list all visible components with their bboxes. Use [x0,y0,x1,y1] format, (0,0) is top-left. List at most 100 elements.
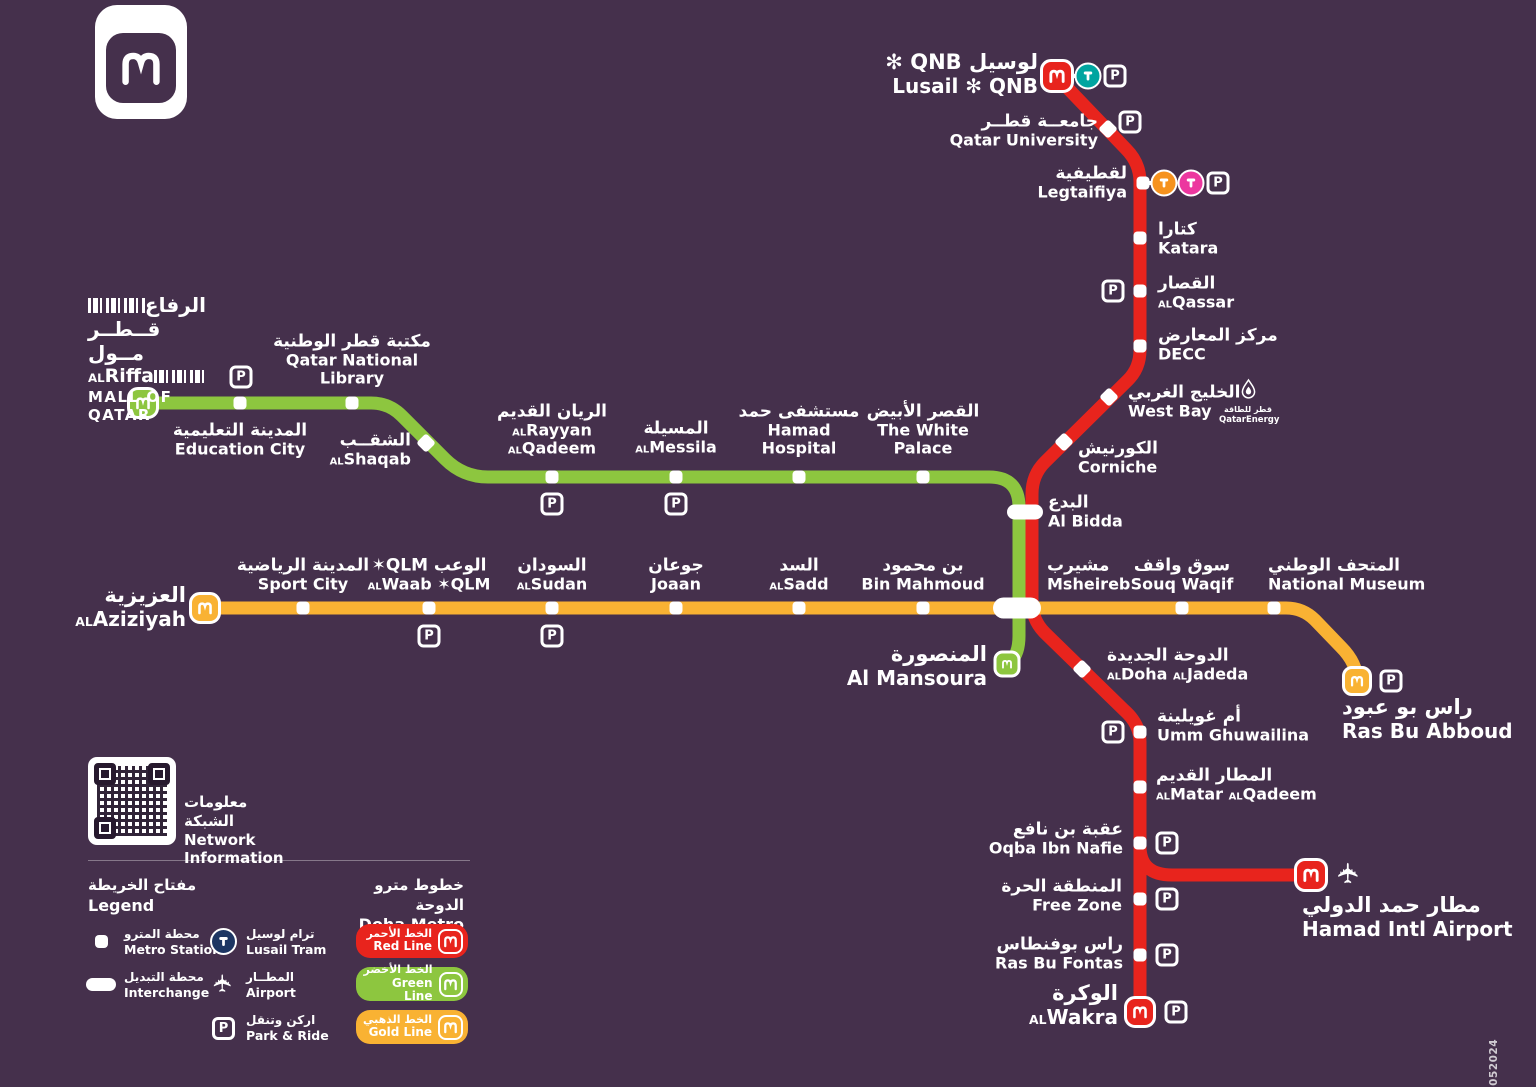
station-qatar-university-name-en: Qatar University [949,130,1098,150]
station-ras-bu-abboud-name-en: Ras Bu Abboud [1342,718,1513,743]
station-al-sadd-name-en: ALSadd [769,574,829,594]
gold-line-ar: الخط الذهبي [363,1012,432,1026]
station-al-sadd-name-ar: السد [779,555,819,576]
station-al-rayyan-al-qadeem-marker [545,470,559,484]
education-city-park: P [229,365,253,389]
station-al-sudan-name-en: ALSudan [516,574,588,594]
station-decc-marker [1133,339,1147,353]
station-msheireb-marker [993,597,1041,619]
lusail-tram-en: Lusail Tram [246,942,327,957]
station-hamad-intl-airport-name-ar: مطار حمد الدولي [1302,892,1481,917]
station-katara-marker [1133,231,1147,245]
green-line-ar: الخط الأخضر [363,962,433,976]
station-corniche-name-ar: الكورنيش [1078,438,1158,459]
station-al-shaqab-name-en: ALShaqab [329,449,411,469]
station-lusail-qnb-marker [1040,59,1074,93]
station-hamad-intl-airport-marker [1294,858,1328,892]
station-bin-mahmoud-marker [916,601,930,615]
qr-eye [94,817,116,839]
station-al-matar-al-qadeem-marker [1133,780,1147,794]
legtaifiya-park: P [1206,171,1230,195]
lusail-park: P [1103,64,1127,88]
station-oqba-ibn-nafie-name-en: Oqba Ibn Nafie [988,838,1123,858]
legend-title-en: Legend [88,895,155,915]
station-education-city-marker [233,396,247,410]
station-ras-bu-fontas-name-en: Ras Bu Fontas [995,953,1123,973]
qr-code [88,757,176,845]
station-corniche-name-en: Corniche [1078,457,1158,477]
lusail-tram-icon [1074,62,1102,90]
ras-bu-fontas-park: P [1155,943,1179,967]
airport-icon: ✈ [209,972,238,994]
station-west-bay-name-en: West Bay [1128,401,1212,421]
station-legtaifiya-marker [1136,176,1150,190]
copyright-text: © Qatar Rail 2024 MNM-052024 [1488,1039,1500,1087]
station-ras-bu-fontas-name-ar: راس بوفنطاس [996,934,1123,955]
legend-item-airport: المطــار Airport [246,970,296,1001]
station-free-zone-name-en: Free Zone [1032,895,1122,915]
station-katara-name-ar: كتارا [1158,219,1197,240]
legtaifiya-tram-2-icon [1177,169,1205,197]
barcode-icon [88,297,145,313]
station-al-mansoura-marker [993,650,1021,678]
oqba-park: P [1155,831,1179,855]
qatarenergy-ar: قطر للطاقة [1224,405,1272,415]
metro-m-icon [438,1014,463,1040]
legend-item-park-ride: اركن وتنقل Park & Ride [246,1013,329,1044]
qatarenergy-en: QatarEnergy [1219,414,1280,425]
qr-eye [148,763,170,785]
station-al-waab-name-ar: الوعب QLM✶ [371,555,487,576]
legtaifiya-tram-1-icon [1150,169,1178,197]
station-lusail-qnb-label: لوسيل QNB ✻Lusail ✻ QNB [885,50,1038,97]
station-al-bidda-marker [1007,504,1043,520]
ras-bu-abboud-park: P [1379,669,1403,693]
station-free-zone-marker [1133,892,1147,906]
doha-metro-logo [95,5,187,119]
station-decc-name-en: DECC [1158,344,1206,364]
station-legtaifiya-name-ar: لقطيفية [1055,163,1127,184]
station-ras-bu-abboud-name-ar: راس بو عبود [1342,694,1473,719]
station-al-aziziyah-name-en: ALAziziyah [75,606,186,631]
station-al-waab-marker [422,601,436,615]
station-al-mansoura-name-ar: المنصورة [890,641,987,666]
free-zone-park: P [1155,887,1179,911]
qr-eye [94,763,116,785]
station-al-shaqab-name-ar: الشقــب [339,430,411,451]
station-bin-mahmoud-name-ar: بن محمود [882,555,964,576]
umm-ghuwailina-park: P [1101,720,1125,744]
qatar-university-park: P [1118,110,1142,134]
station-qatar-university-name-ar: جامعــة قطــر [981,111,1099,132]
station-al-rayyan-al-qadeem-name-en: ALRayyan ALQadeem [507,420,597,458]
station-the-white-palace-marker [916,470,930,484]
station-al-aziziyah-name-ar: العزيزية [104,582,186,607]
red-line-ar: الخط الأحمر [366,926,432,940]
al-messila-park: P [664,492,688,516]
station-souq-waqif-name-en: Souq Waqif [1130,574,1234,594]
station-al-qassar-name-ar: القصار [1158,273,1216,294]
station-education-city-name-ar: المدينة التعليمية [172,420,308,441]
airport-ar: المطــار [246,970,294,984]
station-al-sudan-name-ar: السودان [517,555,587,576]
station-umm-ghuwailina-name-ar: أم غويلينة [1157,706,1241,727]
interchange-en: Interchange [124,985,210,1000]
station-msheireb-name-ar: مشيرب [1047,555,1110,576]
